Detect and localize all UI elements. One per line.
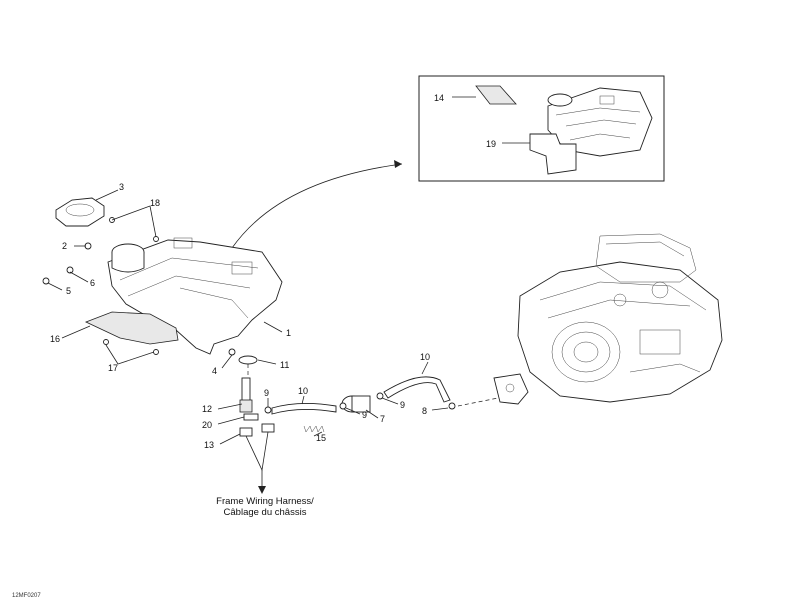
callout-9-left: 9 (264, 388, 269, 398)
callout-13: 13 (204, 440, 214, 450)
callout-5: 5 (66, 286, 71, 296)
caption-line-1: Frame Wiring Harness/ (216, 496, 314, 507)
callout-11: 11 (280, 360, 289, 370)
callout-16: 16 (50, 334, 60, 344)
callout-17: 17 (108, 363, 118, 373)
callout-1: 1 (286, 328, 291, 338)
callout-3: 3 (119, 182, 124, 192)
drawing-code: 12MF0207 (12, 593, 41, 599)
coolant-tank-assembly (42, 197, 509, 494)
inset-detail-box (418, 75, 665, 182)
callout-6: 6 (90, 278, 95, 288)
callout-18: 18 (150, 198, 160, 208)
callout-9-right: 9 (400, 400, 405, 410)
callout-14: 14 (434, 93, 444, 103)
arrow-head-icon (394, 160, 402, 168)
callout-2: 2 (62, 241, 67, 251)
engine-illustration (493, 233, 723, 405)
callout-15: 15 (316, 433, 326, 443)
caption-line-2: Câblage du châssis (224, 507, 307, 518)
callout-10-upper: 10 (420, 352, 430, 362)
bracket-part (84, 311, 179, 345)
callout-10-hose: 10 (298, 386, 308, 396)
bracket-part (529, 133, 577, 175)
arrow-down-icon (258, 486, 266, 494)
cap-part (55, 197, 105, 227)
callout-19: 19 (486, 139, 496, 149)
callout-7: 7 (380, 414, 385, 424)
leader-lines (47, 189, 449, 445)
callout-8: 8 (422, 406, 427, 416)
decal-part (475, 85, 517, 105)
inset-tank (547, 87, 653, 157)
callout-9-mid: 9 (362, 410, 367, 420)
callout-4: 4 (212, 366, 217, 376)
callout-20: 20 (202, 420, 212, 430)
callout-12: 12 (202, 404, 212, 414)
inset-arrow (231, 163, 403, 249)
